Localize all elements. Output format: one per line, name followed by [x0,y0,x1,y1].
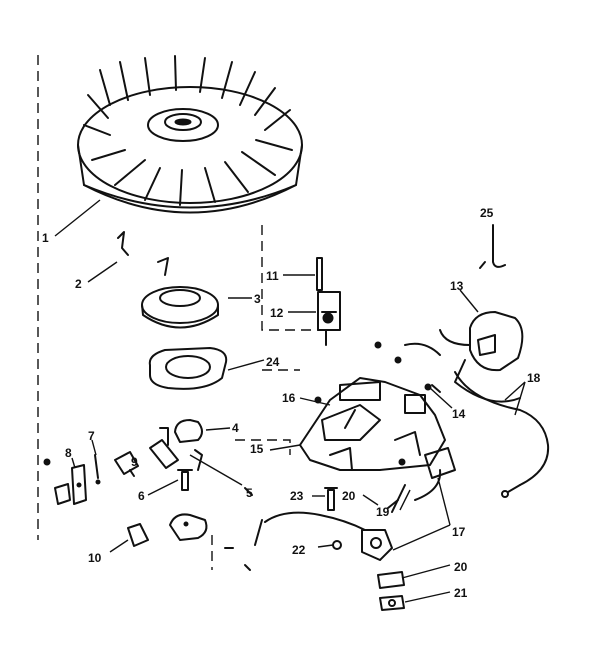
assembly-guide-lines [37,55,322,570]
callout-20-upper: 20 [342,489,356,503]
callout-7: 7 [88,429,95,443]
starter-cup-part [141,257,219,329]
screw-5-part [244,487,253,496]
callout-14: 14 [452,407,466,421]
callout-4: 4 [232,421,239,435]
callout-6: 6 [138,489,145,503]
spacer-plate-part [148,347,228,390]
callout-24: 24 [266,355,280,369]
callout-19: 19 [376,505,390,519]
clamp-part [127,523,149,547]
coil-screws-part [374,341,441,393]
callout-10: 10 [88,551,102,565]
bracket-9-part [114,451,139,477]
contact-point-part [361,529,393,561]
callout-8: 8 [65,446,72,460]
callout-16: 16 [282,391,296,405]
callout-18: 18 [527,371,541,385]
callout-21: 21 [454,586,468,600]
ground-wire-part [254,511,366,546]
callout-5: 5 [246,486,253,500]
callout-2: 2 [75,277,82,291]
spring-clip-part [94,454,101,485]
washer-21-part [379,595,405,611]
cam-lobe-part [169,513,208,541]
callout-3: 3 [254,292,261,306]
pin-part [316,257,323,291]
terminal-part [71,464,87,505]
callout-12: 12 [270,306,284,320]
clip-20-part [377,571,405,589]
callout-1: 1 [42,231,49,245]
callout-15: 15 [250,442,264,456]
screw-23-part [324,487,338,511]
flywheel-part [77,55,303,214]
callout-22: 22 [292,543,306,557]
callout-23: 23 [290,489,304,503]
callout-17: 17 [452,525,466,539]
callout-13: 13 [450,279,464,293]
ignition-coil-part [439,311,524,403]
callout-11: 11 [266,269,279,283]
condenser-part [414,447,456,501]
spark-plug-lead-part [454,371,550,498]
callout-9: 9 [131,455,138,469]
leader-lines [54,199,526,603]
screw-6-part [177,469,193,491]
screw-22-part [332,540,342,550]
flywheel-key-part [117,231,129,256]
callout-labels: 1 2 3 4 5 6 7 8 9 10 11 12 13 14 15 16 1… [42,206,541,600]
bracket-part [149,419,203,471]
callout-25: 25 [480,206,494,220]
plunger-part [317,291,341,346]
nut-part [43,458,71,505]
callout-20-lower: 20 [454,560,468,574]
small-screw-part [224,547,251,571]
wire-link-part [479,224,506,269]
breaker-housing-part [299,377,446,471]
lead-wire-part [387,484,406,513]
